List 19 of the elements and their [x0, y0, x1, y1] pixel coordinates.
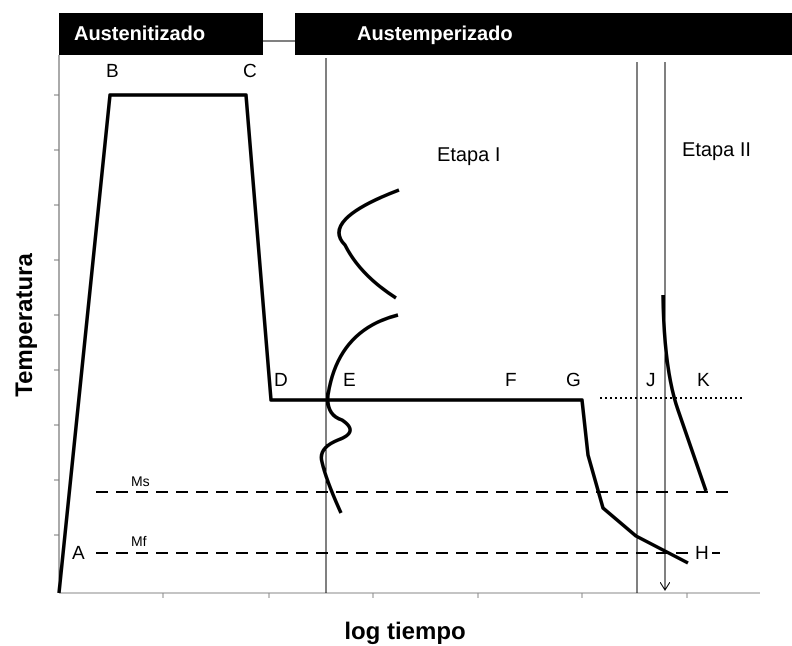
connector-line: [262, 40, 296, 42]
point-label: A: [72, 544, 85, 563]
stage-label: Etapa II: [682, 140, 751, 160]
point-label: J: [646, 371, 656, 390]
header-band: Austemperizado: [295, 13, 792, 55]
point-label: F: [505, 371, 517, 390]
stage-label: Etapa I: [437, 145, 500, 165]
point-label: D: [274, 371, 288, 390]
point-label: C: [243, 62, 257, 81]
point-label: G: [566, 371, 581, 390]
axis-title: Temperatura: [13, 253, 37, 397]
point-label: B: [106, 62, 119, 81]
line-label: Ms: [131, 474, 150, 488]
header-band: Austenitizado: [59, 13, 263, 55]
point-label: E: [343, 371, 356, 390]
line-label: Mf: [131, 534, 147, 548]
point-label: K: [697, 371, 710, 390]
axis-title: log tiempo: [344, 620, 466, 644]
point-label: H: [695, 544, 709, 563]
